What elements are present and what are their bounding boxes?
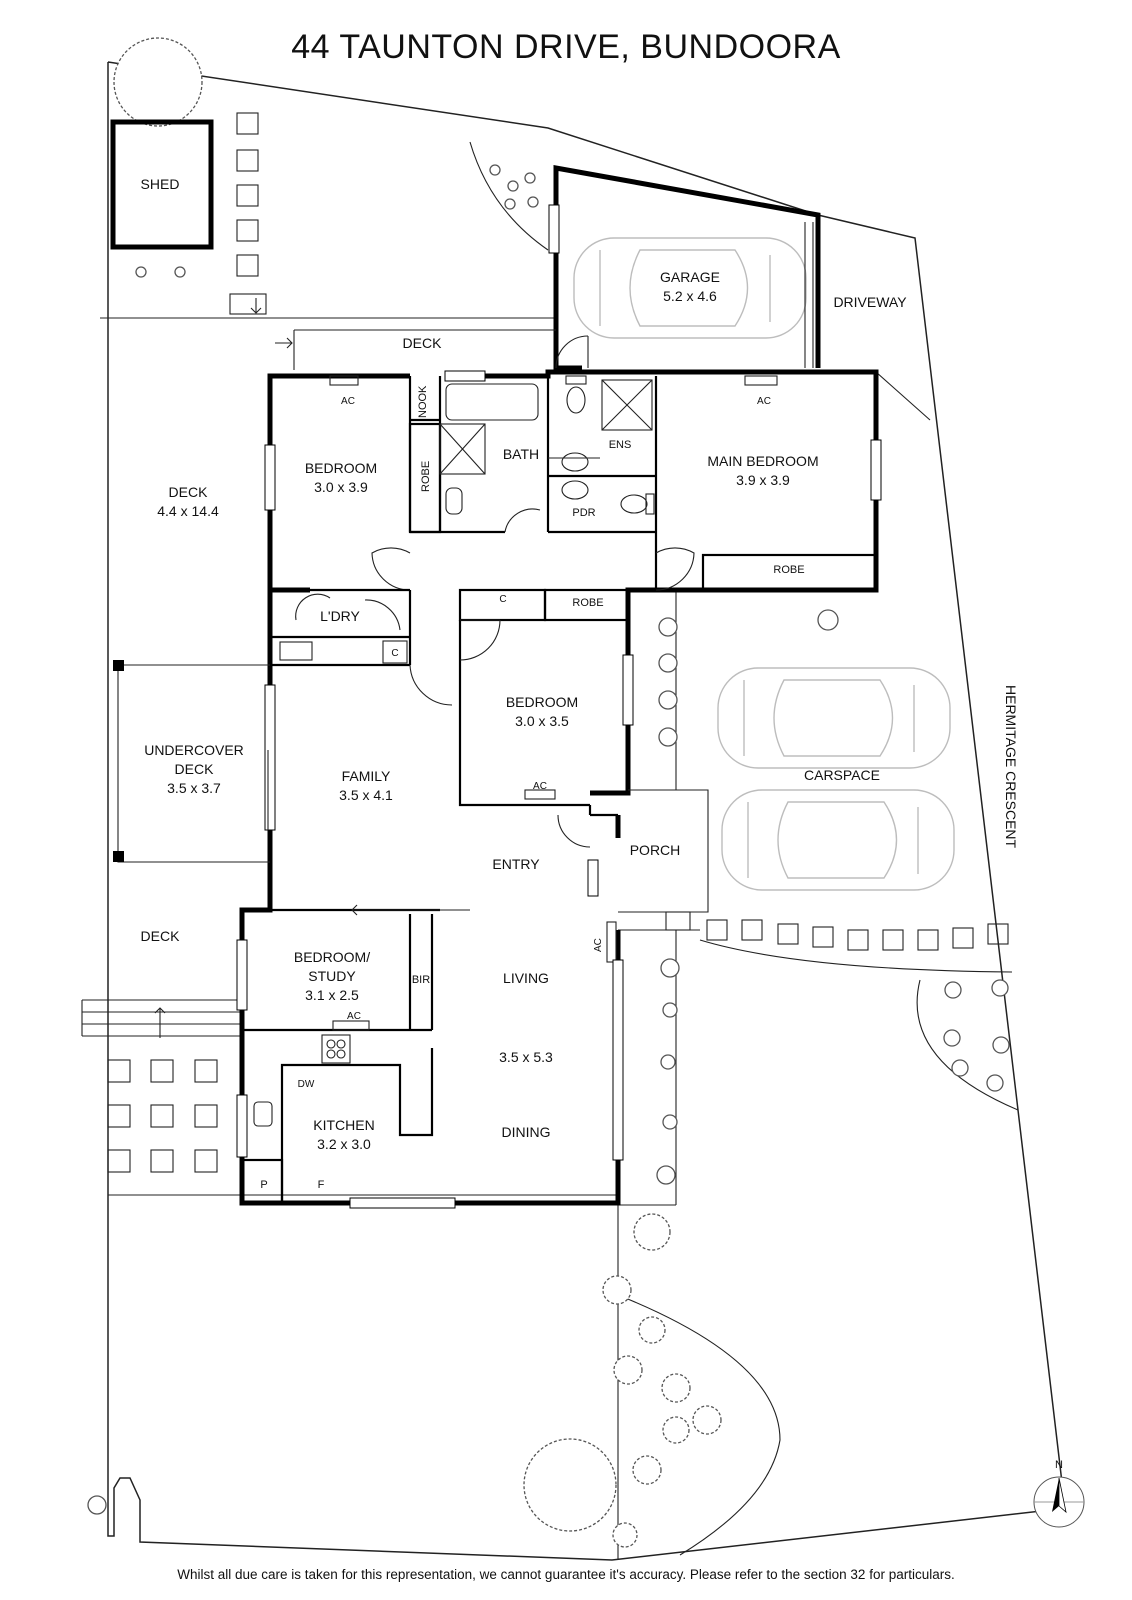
label-undercover: UNDERCOVER — [144, 742, 244, 758]
label-ens: ENS — [609, 439, 632, 451]
label-study-size: 3.1 x 2.5 — [305, 987, 359, 1003]
garage — [548, 165, 821, 371]
label-bath: BATH — [503, 446, 539, 462]
label-garage-size: 5.2 x 4.6 — [663, 288, 717, 304]
label-street: HERMITAGE CRESCENT — [1003, 685, 1019, 849]
label-bedroom-2: BEDROOM — [506, 694, 578, 710]
label-main-bedroom: MAIN BEDROOM — [707, 453, 818, 469]
label-living-size: 3.5 x 5.3 — [499, 1049, 553, 1065]
carspace-car-1 — [717, 667, 951, 769]
disclaimer: Whilst all due care is taken for this re… — [177, 1567, 955, 1582]
label-pantry: P — [260, 1179, 267, 1191]
shed — [110, 119, 214, 250]
label-deck-side-size: 4.4 x 14.4 — [157, 503, 219, 519]
label-robe-2: ROBE — [572, 597, 603, 609]
label-main-bedroom-size: 3.9 x 3.9 — [736, 472, 790, 488]
label-bedroom-1: BEDROOM — [305, 460, 377, 476]
label-pdr: PDR — [572, 507, 595, 519]
label-garage: GARAGE — [660, 269, 720, 285]
label-carspace: CARSPACE — [804, 767, 880, 783]
label-family: FAMILY — [342, 768, 391, 784]
label-entry: ENTRY — [492, 856, 540, 872]
label-family-size: 3.5 x 4.1 — [339, 787, 393, 803]
label-undercover-deck: DECK — [175, 761, 215, 777]
label-study-1: BEDROOM/ — [294, 949, 370, 965]
label-north: N — [1055, 1459, 1063, 1471]
label-robe-main: ROBE — [773, 564, 804, 576]
label-ac-bedroom-1: AC — [341, 396, 355, 407]
label-deck-top: DECK — [403, 335, 443, 351]
label-ac-bedroom-2: AC — [533, 781, 547, 792]
label-ac-entry: AC — [593, 938, 604, 952]
deck-top — [250, 298, 556, 370]
label-dw: DW — [298, 1079, 315, 1090]
label-driveway: DRIVEWAY — [833, 294, 907, 310]
site-boundary — [107, 61, 1066, 1561]
label-nook: NOOK — [417, 385, 429, 418]
carspace-car-2 — [721, 789, 955, 891]
label-fridge: F — [318, 1179, 325, 1191]
label-bedroom-1-size: 3.0 x 3.9 — [314, 479, 368, 495]
undercover-deck — [113, 660, 270, 1038]
label-undercover-size: 3.5 x 3.7 — [167, 780, 221, 796]
label-shed: SHED — [141, 176, 180, 192]
house-walls — [239, 369, 879, 1206]
label-kitchen: KITCHEN — [313, 1117, 374, 1133]
cars — [573, 237, 955, 891]
room-labels: SHED GARAGE 5.2 x 4.6 DRIVEWAY DECK DECK… — [141, 176, 1019, 1191]
label-ac-main: AC — [757, 396, 771, 407]
windows — [236, 370, 882, 1209]
north-arrow: N — [1033, 1459, 1085, 1528]
label-c-2: C — [391, 648, 398, 659]
label-ldry: L'DRY — [320, 608, 360, 624]
interior-walls — [240, 375, 878, 1205]
label-deck-side: DECK — [169, 484, 209, 500]
pavers — [81, 112, 1009, 1173]
trees — [87, 37, 1010, 1548]
label-bedroom-2-size: 3.0 x 3.5 — [515, 713, 569, 729]
label-study-2: STUDY — [308, 968, 356, 984]
label-bir: BIR — [412, 974, 430, 986]
compass-needle-icon — [1052, 1478, 1059, 1512]
label-living: LIVING — [503, 970, 549, 986]
label-ac-study: AC — [347, 1011, 361, 1022]
label-robe-1: ROBE — [420, 461, 432, 492]
label-porch: PORCH — [630, 842, 681, 858]
garage-car — [573, 237, 807, 339]
plan-title: 44 TAUNTON DRIVE, BUNDOORA — [291, 28, 841, 66]
label-c-1: C — [499, 594, 506, 605]
label-dining: DINING — [502, 1124, 551, 1140]
label-kitchen-size: 3.2 x 3.0 — [317, 1136, 371, 1152]
label-deck-lower: DECK — [141, 928, 181, 944]
